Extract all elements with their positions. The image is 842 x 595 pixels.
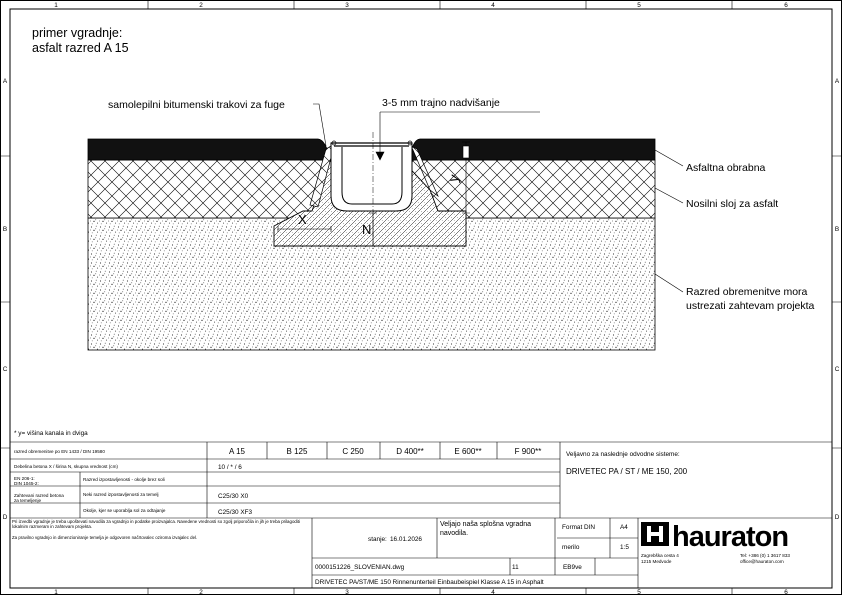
hauraton-logo-text: hauraton: [672, 521, 788, 553]
row-label-a: A: [3, 78, 8, 85]
notes-block: Pri izvedbi vgradnje je treba upoštevati…: [12, 519, 300, 540]
col-label-3: 3: [345, 2, 349, 9]
asphalt-left: [87, 138, 331, 161]
class-b125: B 125: [287, 447, 308, 456]
phone-number: Tel: +386 (0) 1 3617 833: [740, 553, 790, 558]
dim-n-line: [369, 212, 377, 247]
dim-y-label: y: [445, 173, 462, 184]
class-c250: C 250: [342, 447, 364, 456]
row3-label: Razred izpostavljenosti - okolje brez so…: [83, 477, 165, 482]
side-label-4: za temeljenje: [14, 498, 42, 503]
row4-value: C25/30 X0: [218, 493, 249, 500]
instructions-block: Veljajo naša splošna vgradna navodila.: [440, 521, 532, 537]
raise-arrow: [375, 112, 385, 161]
row-label-a-right: A: [835, 78, 840, 85]
tape-leader: [313, 103, 327, 147]
systems-value: DRIVETEC PA / ST / ME 150, 200: [566, 467, 688, 476]
row2-label: Debelina betona X / širina N, skupna vre…: [14, 464, 118, 469]
label-load-2: ustrezati zahtevam projekta: [686, 300, 815, 312]
col-label-2-bottom: 2: [199, 589, 203, 595]
row-label-b: B: [3, 226, 7, 233]
label-asphalt: Asfaltna obrabna: [686, 162, 766, 174]
address-line1: Zagrebška cesta 4: [641, 553, 679, 558]
tape-right: [410, 145, 439, 198]
format-value: A4: [620, 524, 628, 531]
instructions-text: Veljajo naša splošna vgradna navodila.: [440, 521, 532, 537]
col-label-4: 4: [491, 2, 495, 9]
note-2: Za pravilno vgradnjo in dimenzioniranje …: [12, 534, 198, 540]
dim-n-label: N: [362, 222, 371, 237]
col-label-5: 5: [637, 2, 641, 9]
load-leader: [654, 273, 684, 293]
row5-label: Okolje, kjer se uporablja sol za odtajan…: [83, 508, 166, 513]
drawing-description: DRIVETEC PA/ST/ME 150 Rinnenunterteil Ei…: [315, 579, 544, 586]
format-label: Format DIN: [562, 524, 595, 531]
base-leader: [654, 187, 684, 204]
class-e600: E 600**: [454, 447, 481, 456]
email-address: office@hauraton.com: [740, 559, 784, 564]
dim-x-label: X: [298, 212, 307, 227]
label-raise: 3-5 mm trajno nadvišanje: [382, 97, 500, 109]
footnote: * y= višina kanala in dviga: [14, 430, 88, 437]
channel-body: [330, 142, 413, 212]
label-base: Nosilni sloj za asfalt: [686, 198, 778, 210]
row4-label: Neki razred izpostavljenosti za temelj: [83, 492, 159, 497]
cross-section: [87, 103, 684, 351]
side-label-1: EN 206-1:: [14, 476, 35, 481]
validity-label: Veljavno za naslednje odvodne sisteme:: [566, 451, 680, 458]
scale-label: merilo: [562, 544, 580, 551]
class-d400: D 400**: [396, 447, 424, 456]
title-block: [311, 518, 639, 588]
row-label-d: D: [3, 514, 8, 521]
row-label-d-right: D: [835, 514, 840, 521]
col-label-3-bottom: 3: [345, 589, 349, 595]
row5-value: C25/30 XF3: [218, 509, 253, 516]
status-label: stanje:: [368, 536, 387, 543]
dim-x-line: [277, 226, 332, 232]
file-name: 0000151226_SLOVENIAN.dwg: [315, 564, 405, 571]
col-label-6-bottom: 6: [784, 589, 788, 595]
edge-detail-right: [407, 140, 413, 146]
row-label-c-right: C: [835, 366, 840, 373]
class-a15: A 15: [229, 447, 246, 456]
side-label-3: Zahtevani razred betona: [14, 493, 64, 498]
asphalt-leader: [654, 149, 684, 167]
drawing-title-line2: asfalt razred A 15: [32, 41, 129, 55]
col-label-2: 2: [199, 2, 203, 9]
note-1: Pri izvedbi vgradnje je treba upoštevati…: [12, 519, 300, 530]
col-label-6: 6: [784, 2, 788, 9]
col-label-1: 1: [54, 2, 58, 9]
label-load-1: Razred obremenitve mora: [686, 286, 808, 298]
label-tape: samolepilni bitumenski trakovi za fuge: [108, 99, 285, 111]
row-label-c: C: [3, 366, 8, 373]
col-label-4-bottom: 4: [491, 589, 495, 595]
sheet-number: 11: [512, 564, 519, 571]
asphalt-right: [409, 138, 656, 161]
frame-row-labels: A B C D A B C D: [3, 78, 840, 521]
hauraton-logo-mark: [641, 522, 669, 546]
col-label-5-bottom: 5: [637, 589, 641, 595]
address-line2: 1215 Medvode: [641, 559, 672, 564]
channel-rim: [331, 142, 412, 147]
version-code: EB9ve: [563, 564, 582, 571]
class-f900: F 900**: [515, 447, 542, 456]
status-date: 16.01.2026: [390, 536, 422, 543]
norm-label: razred obremenitve po EN 1433 / DIN 1958…: [14, 449, 105, 454]
side-label-2: DIN 1045-2:: [14, 481, 39, 486]
col-label-1-bottom: 1: [54, 589, 58, 595]
frame-column-labels: 1 2 3 4 5 6 1 2 3 4 5 6: [54, 2, 788, 595]
class-table: [10, 441, 832, 519]
scale-value: 1:5: [620, 544, 629, 551]
edge-detail-left: [331, 140, 337, 146]
channel-inner: [341, 147, 403, 205]
row-label-b-right: B: [835, 226, 839, 233]
drawing-title-line1: primer vgradnje:: [32, 26, 122, 40]
row2-value: 10 / * / 6: [218, 464, 242, 471]
dim-y-marker: [462, 145, 470, 159]
